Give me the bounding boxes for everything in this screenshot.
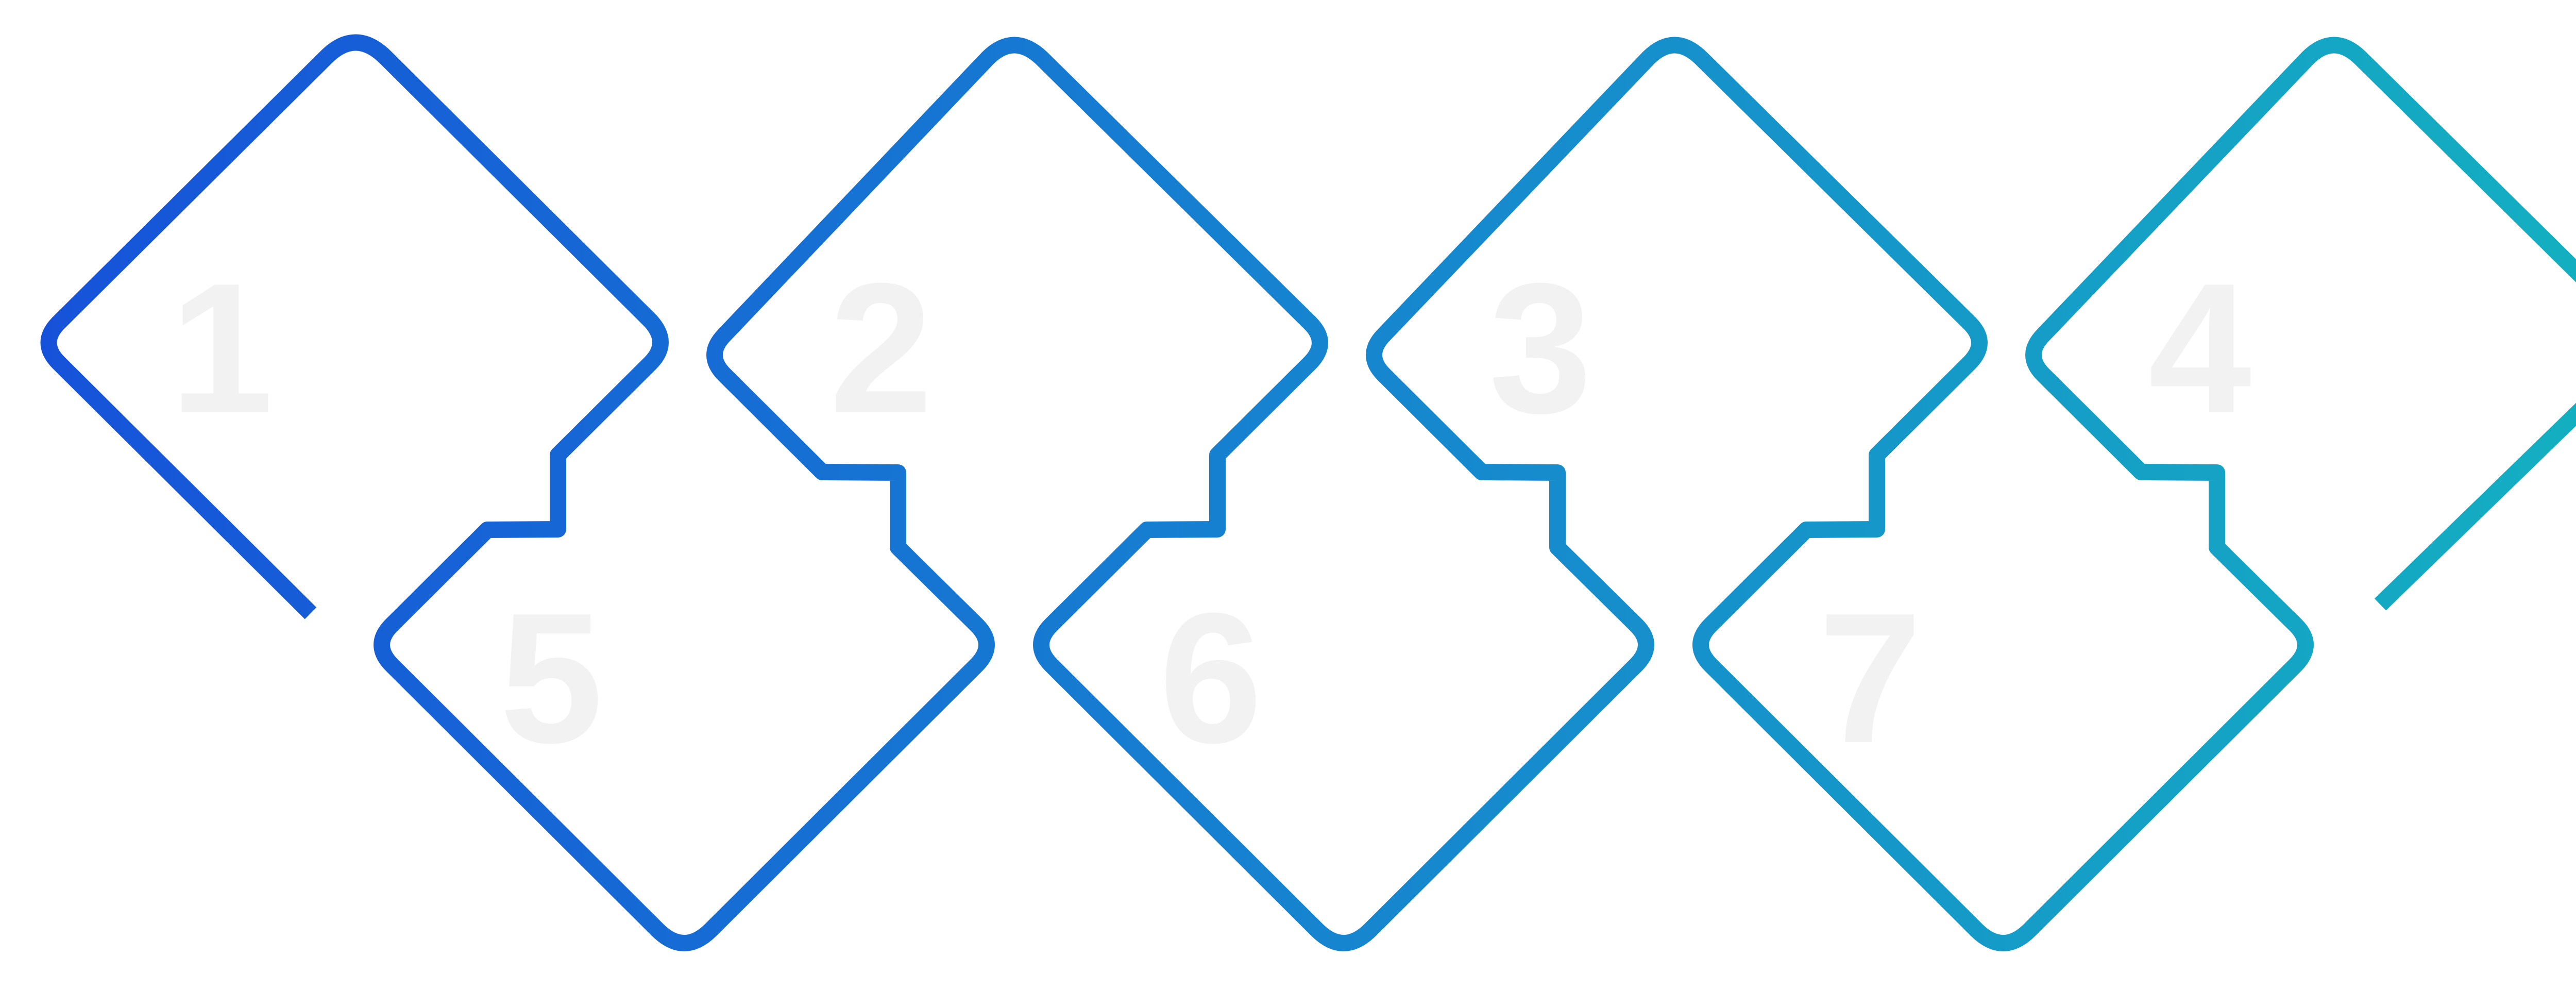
step-number: 5 xyxy=(500,575,598,782)
step-number: 6 xyxy=(1159,575,1258,782)
step-5: 5 xyxy=(500,575,603,782)
step-number: 4 xyxy=(2148,245,2253,452)
step-number: 2 xyxy=(829,245,928,452)
step-2: 2 xyxy=(829,245,933,452)
connector-outline xyxy=(40,34,2576,951)
step-number: 7 xyxy=(1819,575,1917,782)
step-number: 3 xyxy=(1489,245,1587,452)
step-3: 3 xyxy=(1489,245,1592,452)
step-7: 7 xyxy=(1819,575,1922,782)
step-6: 6 xyxy=(1159,575,1263,782)
step-4: 4 xyxy=(2148,245,2258,452)
step-number: 1 xyxy=(170,245,268,452)
step-1: 1 xyxy=(170,245,274,452)
steps-layer: 1 2 3 4 5 6 7 xyxy=(170,245,2258,782)
